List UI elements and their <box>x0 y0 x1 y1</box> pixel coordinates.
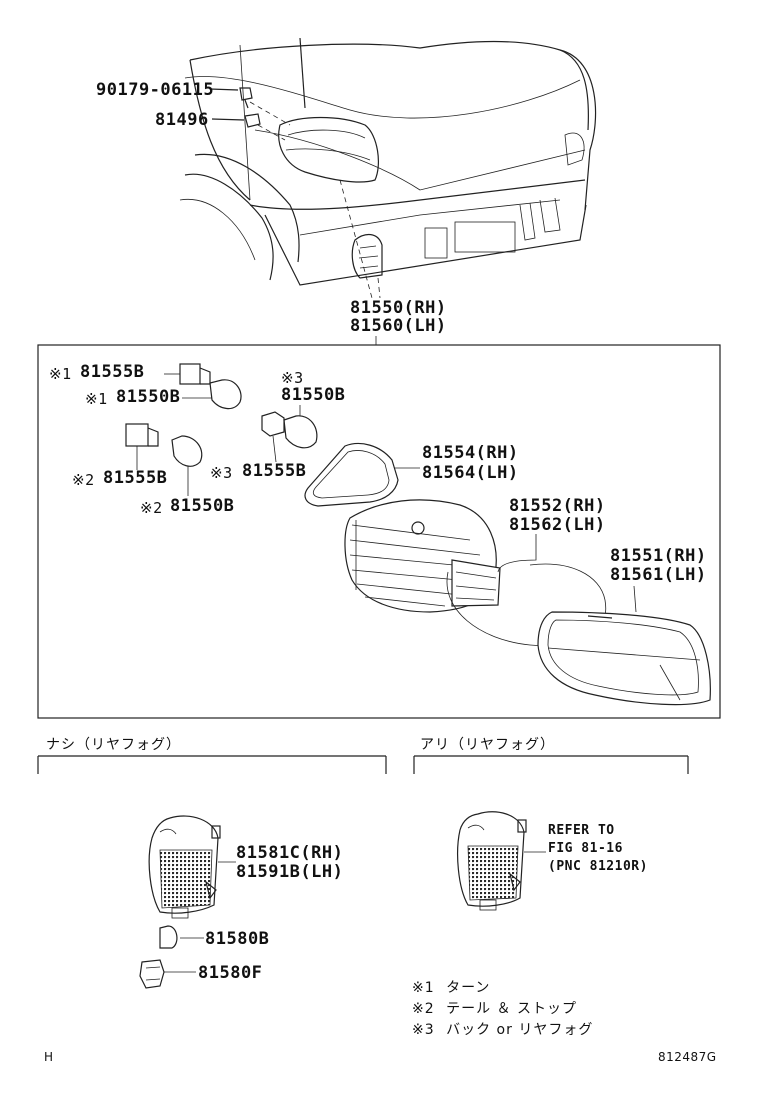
legend-text: バック or リヤフォグ <box>446 1022 594 1038</box>
vehicle-rear-illustration <box>179 37 597 299</box>
part-number-socket-stop: 81555B <box>103 468 168 488</box>
legend-item-1: ※1 ターン <box>412 977 593 997</box>
part-number-socket-81580f: 81580F <box>198 963 263 983</box>
assembly-box <box>37 344 721 719</box>
note-mark-3: ※3 <box>281 369 304 387</box>
footer-left-code: H <box>44 1050 54 1064</box>
socket-81580f <box>139 959 196 989</box>
bulb-81580b <box>159 925 204 949</box>
part-number-reflex-rh: 81581C(RH) <box>236 843 344 863</box>
part-number-bulb-81580b: 81580B <box>205 929 270 949</box>
note-mark-2b: ※2 <box>140 499 163 517</box>
section-header-without-fog: ナシ（リヤフォグ） <box>46 737 181 753</box>
lamp-body-81552 <box>344 499 537 613</box>
section-bracket-without-fog <box>37 755 387 774</box>
part-number-lamp-assy-lh: 81560(LH) <box>350 316 447 336</box>
socket-81555b-stop <box>125 423 159 470</box>
legend-mark: ※2 <box>412 1001 435 1017</box>
footer-figure-code: 812487G <box>658 1050 717 1064</box>
refer-pnc-text: (PNC 81210R) <box>548 859 648 874</box>
bulb-81550b-stop <box>171 435 203 496</box>
part-number-gasket-rh: 81554(RH) <box>422 443 519 463</box>
note-mark-1b: ※1 <box>85 390 108 408</box>
bulb-81550b-back <box>283 405 318 449</box>
socket-81555b-back <box>261 411 285 463</box>
part-number-bulb-stop: 81550B <box>170 496 235 516</box>
part-number-lens-rh: 81551(RH) <box>610 546 707 566</box>
part-number-bolt: 90179-06115 <box>96 80 215 100</box>
legend-text: テール ＆ ストップ <box>446 1001 577 1017</box>
part-number-lamp-assy-rh: 81550(RH) <box>350 298 447 318</box>
part-number-reflex-lh: 81591B(LH) <box>236 862 344 882</box>
legend-item-2: ※2 テール ＆ ストップ <box>412 998 593 1018</box>
legend: ※1 ターン ※2 テール ＆ ストップ ※3 バック or リヤフォグ <box>412 977 593 1039</box>
part-number-socket-turn: 81555B <box>80 362 145 382</box>
bulb-81550b-turn <box>182 379 242 410</box>
part-number-body-lh: 81562(LH) <box>509 515 606 535</box>
part-number-bulb-turn: 81550B <box>116 387 181 407</box>
section-header-with-fog: アリ（リヤフォグ） <box>420 737 555 753</box>
legend-mark: ※3 <box>412 1022 435 1038</box>
part-number-body-rh: 81552(RH) <box>509 496 606 516</box>
gasket-81554 <box>304 442 420 507</box>
note-mark-1: ※1 <box>49 365 72 383</box>
refer-fig-text: FIG 81-16 <box>548 841 623 856</box>
note-mark-3b: ※3 <box>210 464 233 482</box>
legend-item-3: ※3 バック or リヤフォグ <box>412 1019 593 1039</box>
reflex-reflector-81581c <box>148 815 236 919</box>
note-mark-2: ※2 <box>72 471 95 489</box>
section-bracket-with-fog <box>413 755 689 774</box>
socket-81555b-turn <box>164 363 211 385</box>
rear-fog-lamp-ref <box>457 811 546 911</box>
part-number-lens-lh: 81561(LH) <box>610 565 707 585</box>
legend-text: ターン <box>446 980 491 996</box>
legend-mark: ※1 <box>412 980 435 996</box>
part-number-socket-back: 81555B <box>242 461 307 481</box>
refer-to-text: REFER TO <box>548 823 615 838</box>
outer-lens-81551 <box>537 585 711 706</box>
part-number-gasket-lh: 81564(LH) <box>422 463 519 483</box>
part-number-clip: 81496 <box>155 110 209 130</box>
part-number-bulb-back: 81550B <box>281 385 346 405</box>
